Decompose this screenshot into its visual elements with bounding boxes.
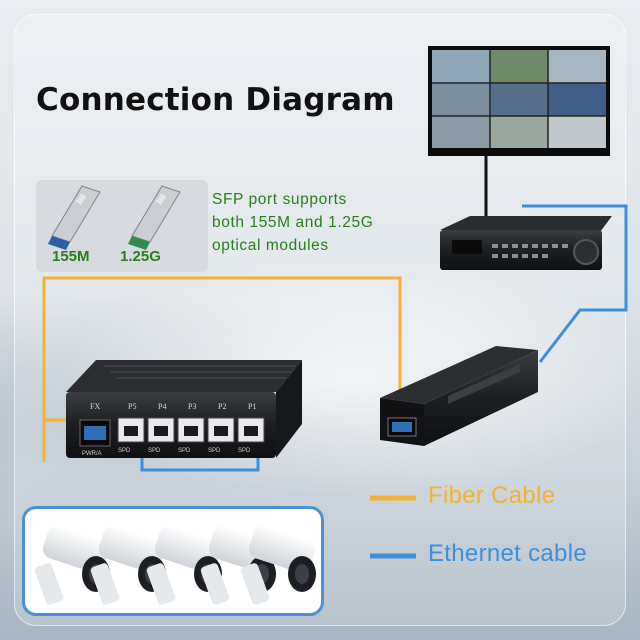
cctv-feed-8 [490,116,548,148]
ethernet-switch [66,360,302,458]
switch-port-label-p4: P4 [158,402,166,411]
switch-spd-label-1: SPD [118,448,131,454]
sfp-note-line1: SFP port supports [212,191,347,208]
fiber-cable [42,276,402,462]
sfp-module-155m [48,185,101,250]
switch-port-label-p2: P2 [218,402,226,411]
page-title: Connection Diagram [36,82,395,118]
sfp-note-line3: optical modules [212,237,329,254]
switch-spd-label-3: SPD [178,448,191,454]
cctv-feed-1 [432,50,490,83]
switch-port-label-p3: P3 [188,402,196,411]
legend-fiber-label: Fiber Cable [428,482,556,509]
ip-camera [200,525,276,605]
switch-port-label-p1: P1 [248,402,256,411]
sfp-module-125g [128,185,181,250]
switch-pwr-label: PWR/A [82,451,102,457]
cctv-feed-5 [490,83,548,116]
monitor [428,46,610,156]
cctv-feed-3 [548,50,606,83]
ethernet-cable-nvr [522,204,628,363]
sfp-155m-label: 155M [52,248,90,265]
switch-spd-label-2: SPD [148,448,161,454]
cctv-feed-7 [432,116,490,148]
switch-port-label-p5: P5 [128,402,136,411]
nvr-recorder [440,216,612,270]
switch-spd-label-5: SPD [238,448,251,454]
sfp-125g-label: 1.25G [120,248,161,265]
sfp-note: SFP port supports both 155M and 1.25G op… [212,188,412,257]
cctv-feed-9 [548,116,606,148]
sfp-note-line2: both 155M and 1.25G [212,214,374,231]
cctv-feed-4 [432,83,490,116]
switch-fx-label: FX [90,402,100,411]
ip-camera [240,525,316,605]
ethernet-cable-cameras [140,448,260,472]
legend-ethernet-label: Ethernet cable [428,540,587,567]
media-converter [380,346,538,446]
cctv-feed-2 [490,50,548,83]
cctv-feed-6 [548,83,606,116]
switch-spd-label-4: SPD [208,448,221,454]
